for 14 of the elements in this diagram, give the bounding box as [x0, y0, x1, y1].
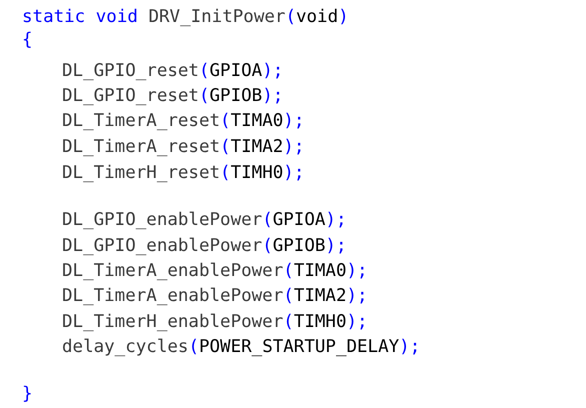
code-line: DL_TimerH_enablePower(TIMH0); — [62, 311, 368, 333]
code-line: { — [22, 29, 33, 51]
code-line: delay_cycles(POWER_STARTUP_DELAY); — [62, 336, 420, 358]
code-line: DL_GPIO_reset(GPIOB); — [62, 85, 284, 107]
code-line: DL_TimerH_reset(TIMH0); — [62, 162, 304, 184]
code-line: DL_TimerA_reset(TIMA2); — [62, 136, 304, 158]
code-line: DL_TimerA_reset(TIMA0); — [62, 110, 304, 132]
code-line: } — [22, 383, 33, 405]
code-line: DL_GPIO_reset(GPIOA); — [62, 60, 284, 82]
code-line: static void DRV_InitPower(void) — [22, 6, 349, 28]
code-line: DL_GPIO_enablePower(GPIOA); — [62, 209, 347, 231]
code-line: DL_TimerA_enablePower(TIMA0); — [62, 260, 368, 282]
code-line: DL_GPIO_enablePower(GPIOB); — [62, 235, 347, 257]
code-line: DL_TimerA_enablePower(TIMA2); — [62, 285, 368, 307]
